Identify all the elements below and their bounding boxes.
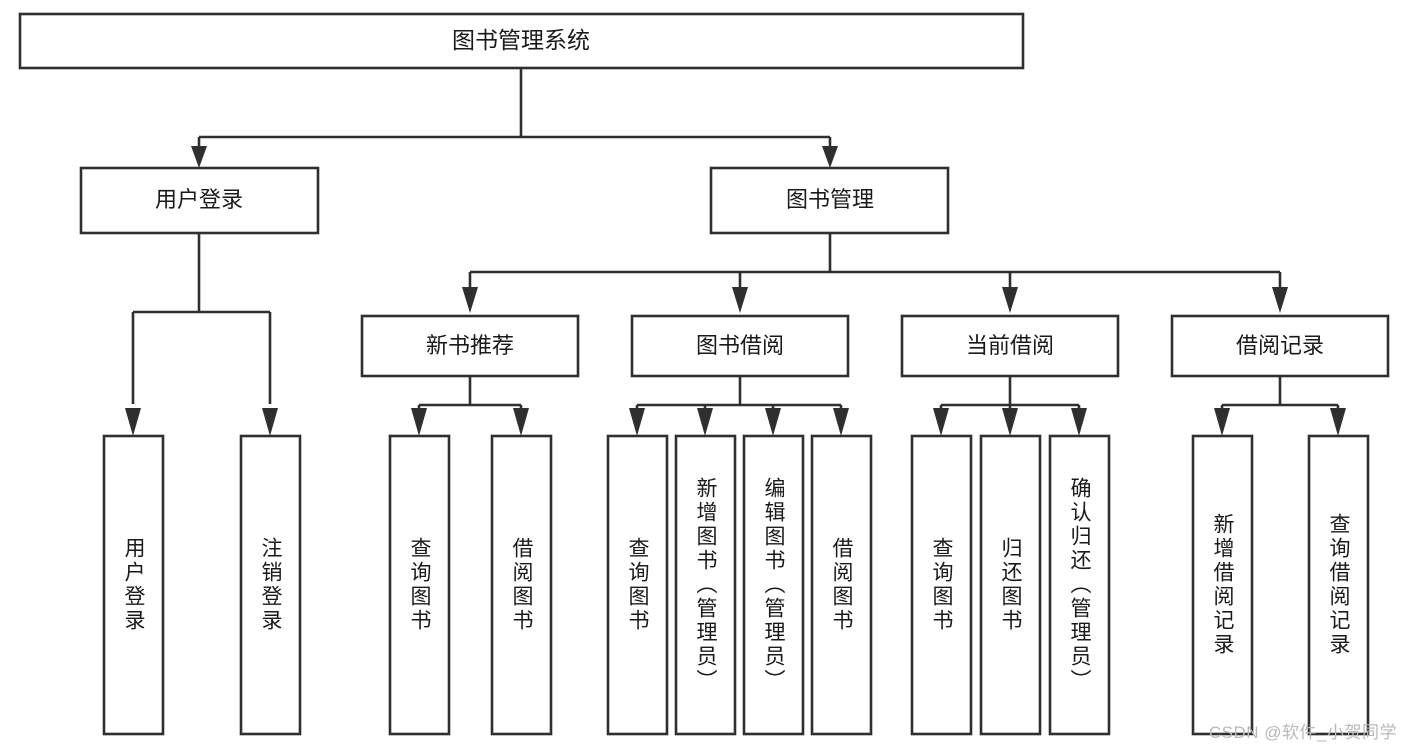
node-root[interactable]: 图书管理系统 (18, 12, 1025, 70)
node-book-management-label: 图书管理 (786, 187, 874, 212)
leaf-box-book-borrow-3[interactable] (742, 434, 805, 736)
node-book-borrow-box[interactable] (630, 314, 850, 378)
arrow-head-leaf-currentborrow-2 (1002, 408, 1018, 436)
leaf-box-book-borrow-1[interactable] (606, 434, 669, 736)
node-borrow-record-box[interactable] (1170, 314, 1390, 378)
arrow-head-leaf-borrowrecord-1 (1214, 408, 1230, 436)
arrow-head-leaf-newbook-2 (513, 408, 529, 436)
node-current-borrow-label: 当前借阅 (966, 333, 1054, 358)
leaf-box-user-login-2[interactable] (239, 434, 302, 736)
node-current-borrow[interactable]: 当前借阅 (900, 314, 1120, 378)
arrow-head-user-login (191, 146, 207, 168)
arrow-head-leaf-bookborrow-1 (629, 408, 645, 436)
node-new-book-recommend[interactable]: 新书推荐 (360, 314, 580, 378)
connector-group (125, 68, 1346, 436)
leaf-box-current-borrow-2[interactable] (979, 434, 1042, 736)
arrow-head-leaf-logout (262, 408, 278, 436)
arrow-head-leaf-bookborrow-3 (765, 408, 781, 436)
leaf-box-book-borrow-4[interactable] (810, 434, 873, 736)
arrow-head-leaf-bookborrow-4 (833, 408, 849, 436)
leaf-box-current-borrow-1[interactable] (910, 434, 973, 736)
arrow-head-leaf-borrowrecord-2 (1330, 408, 1346, 436)
leaf-label-book-borrow-2: 新增图书（管理员） (694, 477, 717, 693)
leaf-label-current-borrow-3: 确认归还（管理员） (1068, 477, 1091, 693)
node-current-borrow-box[interactable] (900, 314, 1120, 378)
node-user-login[interactable]: 用户登录 (79, 166, 320, 235)
leaf-label-new-book-1: 查询图书 (408, 537, 431, 633)
leaf-label-current-borrow-2: 归还图书 (999, 537, 1022, 633)
arrow-head-leaf-bookborrow-2 (697, 408, 713, 436)
node-book-management-box[interactable] (709, 166, 950, 235)
leaf-label-book-borrow-4: 借阅图书 (830, 537, 853, 633)
leaf-box-user-login-1[interactable] (102, 434, 165, 736)
node-root-label: 图书管理系统 (452, 27, 590, 53)
node-user-login-label: 用户登录 (155, 187, 243, 212)
node-root-box[interactable] (18, 12, 1025, 70)
leaf-box-new-book-2[interactable] (490, 434, 553, 736)
leaf-label-current-borrow-1: 查询图书 (930, 537, 953, 633)
node-book-borrow-label: 图书借阅 (696, 333, 784, 358)
node-book-management[interactable]: 图书管理 (709, 166, 950, 235)
node-borrow-record-label: 借阅记录 (1236, 333, 1324, 358)
leaf-box-current-borrow-3[interactable] (1048, 434, 1111, 736)
node-new-book-recommend-label: 新书推荐 (426, 333, 514, 358)
arrow-head-leaf-currentborrow-1 (933, 408, 949, 436)
arrow-head-current-borrow (1002, 287, 1018, 313)
arrow-head-leaf-user-login (125, 408, 141, 436)
arrow-head-leaf-currentborrow-3 (1071, 408, 1087, 436)
arrow-head-leaf-newbook-1 (411, 408, 427, 436)
leaf-label-book-borrow-3: 编辑图书（管理员） (762, 477, 785, 693)
arrow-head-book-borrow (732, 287, 748, 313)
leaf-box-new-book-1[interactable] (388, 434, 451, 736)
leaf-box-book-borrow-2[interactable] (674, 434, 737, 736)
leaf-box-borrow-record-1[interactable] (1191, 434, 1254, 736)
node-new-book-recommend-box[interactable] (360, 314, 580, 378)
arrow-head-new-book (462, 287, 478, 313)
node-group: 图书管理系统 用户登录 图书管理 新书推荐 图书借阅 当前 (18, 12, 1390, 736)
leaf-label-borrow-record-2: 查询借阅记录 (1327, 513, 1350, 657)
csdn-watermark: CSDN @软件_小贺同学 (1208, 723, 1397, 742)
node-book-borrow[interactable]: 图书借阅 (630, 314, 850, 378)
leaf-label-borrow-record-1: 新增借阅记录 (1211, 513, 1234, 657)
arrow-head-borrow-record (1272, 287, 1288, 313)
node-borrow-record[interactable]: 借阅记录 (1170, 314, 1390, 378)
leaf-box-borrow-record-2[interactable] (1307, 434, 1370, 736)
leaf-label-user-login-2: 注销登录 (259, 537, 282, 633)
leaf-label-user-login-1: 用户登录 (122, 537, 145, 633)
leaf-label-new-book-2: 借阅图书 (510, 537, 533, 633)
leaf-label-book-borrow-1: 查询图书 (626, 537, 649, 633)
arrow-head-book-manage (822, 146, 838, 168)
node-user-login-box[interactable] (79, 166, 320, 235)
